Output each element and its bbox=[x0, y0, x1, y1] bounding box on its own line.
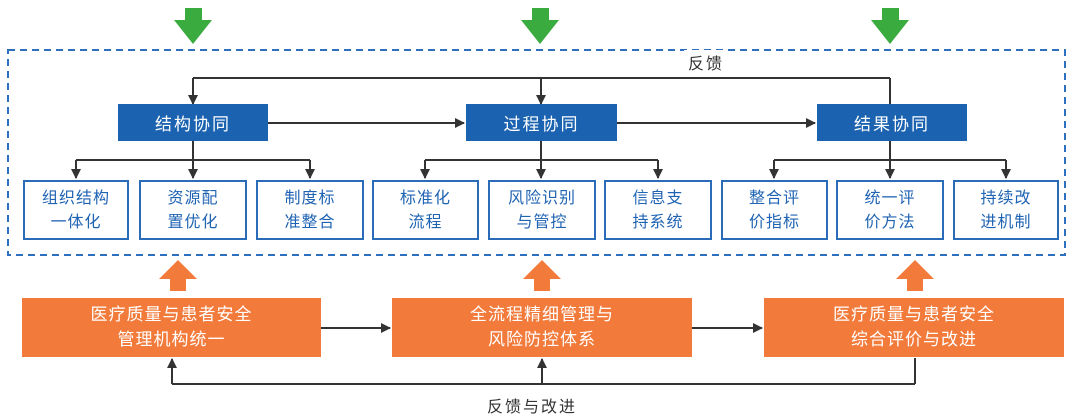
foundation-management-unification: 医疗质量与患者安全 管理机构统一 bbox=[22, 298, 321, 357]
green-arrow-right bbox=[871, 8, 909, 44]
subnode-standard-integration: 制度标 准整合 bbox=[256, 180, 364, 240]
foundation-evaluation-improvement: 医疗质量与患者安全 综合评价与改进 bbox=[764, 298, 1064, 357]
subnode-org-integration: 组织结构 一体化 bbox=[23, 180, 129, 240]
subnode-continuous-improvement: 持续改 进机制 bbox=[953, 180, 1059, 240]
feedback-loop-top bbox=[188, 77, 891, 105]
subnode-standard-process: 标准化 流程 bbox=[372, 180, 479, 240]
orange-arrow-left bbox=[159, 260, 197, 291]
feedback-label-bottom: 反馈与改进 bbox=[487, 397, 578, 416]
subnode-info-system: 信息支 持系统 bbox=[604, 180, 712, 240]
green-arrow-left bbox=[174, 8, 212, 44]
green-arrow-center bbox=[521, 8, 559, 44]
orange-arrow-center bbox=[523, 260, 561, 291]
node-process-synergy: 过程协同 bbox=[466, 104, 617, 141]
foundation-process-risk-system: 全流程精细管理与 风险防控体系 bbox=[392, 298, 692, 357]
subnode-eval-methods: 统一评 价方法 bbox=[836, 180, 944, 240]
subnode-eval-indicators: 整合评 价指标 bbox=[721, 180, 828, 240]
orange-arrow-right bbox=[896, 260, 934, 291]
subnode-resource-optimization: 资源配 置优化 bbox=[139, 180, 247, 240]
node-structure-synergy: 结构协同 bbox=[118, 104, 268, 141]
subnode-risk-control: 风险识别 与管控 bbox=[488, 180, 596, 240]
feedback-label-top: 反馈 bbox=[684, 50, 729, 74]
feedback-loop-bottom bbox=[167, 358, 916, 385]
node-outcome-synergy: 结果协同 bbox=[817, 104, 967, 141]
tree-connectors bbox=[71, 141, 1011, 179]
dashed-frame bbox=[7, 49, 1066, 256]
